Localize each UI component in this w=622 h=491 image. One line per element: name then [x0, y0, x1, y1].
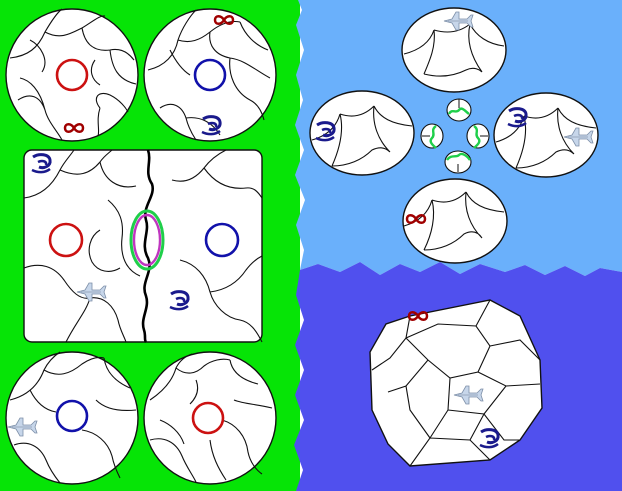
square-board-center[interactable] — [23, 149, 263, 343]
sky-blue-area — [295, 0, 622, 276]
blue-ring-icon — [204, 222, 240, 258]
mini-piece-right[interactable] — [466, 123, 490, 149]
oval-board-bottom[interactable] — [402, 178, 508, 264]
double-ring-icon — [129, 209, 165, 271]
circle-board-top-right[interactable] — [143, 8, 277, 142]
mini-piece-left[interactable] — [420, 123, 444, 149]
oval-board-left[interactable] — [309, 90, 415, 176]
oval-board-right[interactable] — [493, 92, 599, 178]
mini-piece-bottom[interactable] — [444, 150, 472, 174]
blue-ring-icon — [193, 58, 227, 92]
red-ring-icon — [48, 222, 84, 258]
red-ring-icon — [55, 58, 89, 92]
circle-board-bottom-left[interactable] — [5, 351, 139, 485]
polyhedron-board[interactable] — [369, 299, 543, 467]
seam-line — [141, 149, 155, 343]
circle-board-bottom-right[interactable] — [143, 351, 277, 485]
mini-piece-top[interactable] — [446, 98, 472, 122]
oval-board-top[interactable] — [401, 7, 507, 93]
red-ring-icon — [191, 401, 225, 435]
blue-ring-icon — [55, 399, 89, 433]
circle-board-top-left[interactable] — [5, 8, 139, 142]
